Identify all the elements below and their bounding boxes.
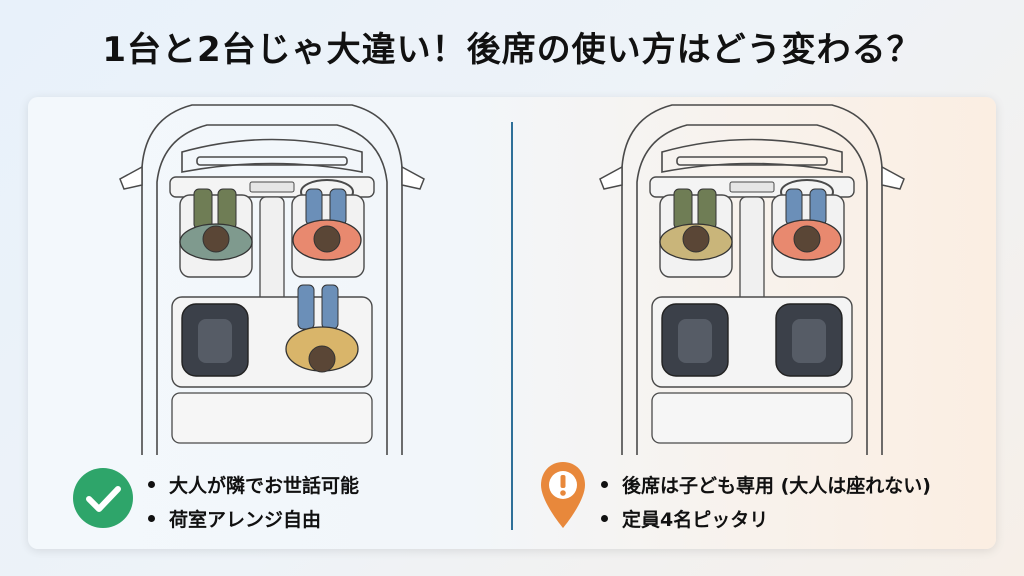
bullet-icon: [148, 480, 155, 488]
bullet-icon: [601, 514, 608, 522]
warning-pin-icon: [541, 462, 585, 528]
right-mirror: [401, 165, 425, 190]
right-notes: 後席は子ども専用 (大人は座れない) 定員4名ピッタリ: [601, 467, 931, 535]
windshield: [181, 138, 363, 173]
note-text: 大人が隣でお世話可能: [169, 474, 360, 497]
car-body-outline: [621, 104, 883, 455]
bullet-icon: [148, 514, 155, 522]
note-item: 後席は子ども専用 (大人は座れない): [601, 467, 931, 501]
car-illustration-one-seat: [119, 104, 425, 455]
note-text: 定員4名ピッタリ: [622, 508, 769, 531]
left-mirror: [119, 165, 143, 190]
car-body-outline: [141, 104, 403, 455]
note-item: 定員4名ピッタリ: [601, 501, 931, 535]
windshield: [661, 138, 843, 173]
divider: [511, 122, 513, 530]
bullet-icon: [601, 480, 608, 488]
left-mirror: [599, 165, 623, 190]
note-text: 後席は子ども専用 (大人は座れない): [622, 474, 931, 497]
cargo-area: [171, 392, 373, 444]
page-title: 1台と2台じゃ大違い！後席の使い方はどう変わる？: [102, 30, 922, 70]
note-item: 荷室アレンジ自由: [148, 501, 359, 535]
car-illustration-two-seats: [599, 104, 905, 455]
note-text: 荷室アレンジ自由: [169, 508, 322, 531]
right-mirror: [881, 165, 905, 190]
check-circle-icon: [73, 468, 133, 528]
cargo-area: [651, 392, 853, 444]
note-item: 大人が隣でお世話可能: [148, 467, 359, 501]
left-notes: 大人が隣でお世話可能 荷室アレンジ自由: [148, 467, 359, 535]
